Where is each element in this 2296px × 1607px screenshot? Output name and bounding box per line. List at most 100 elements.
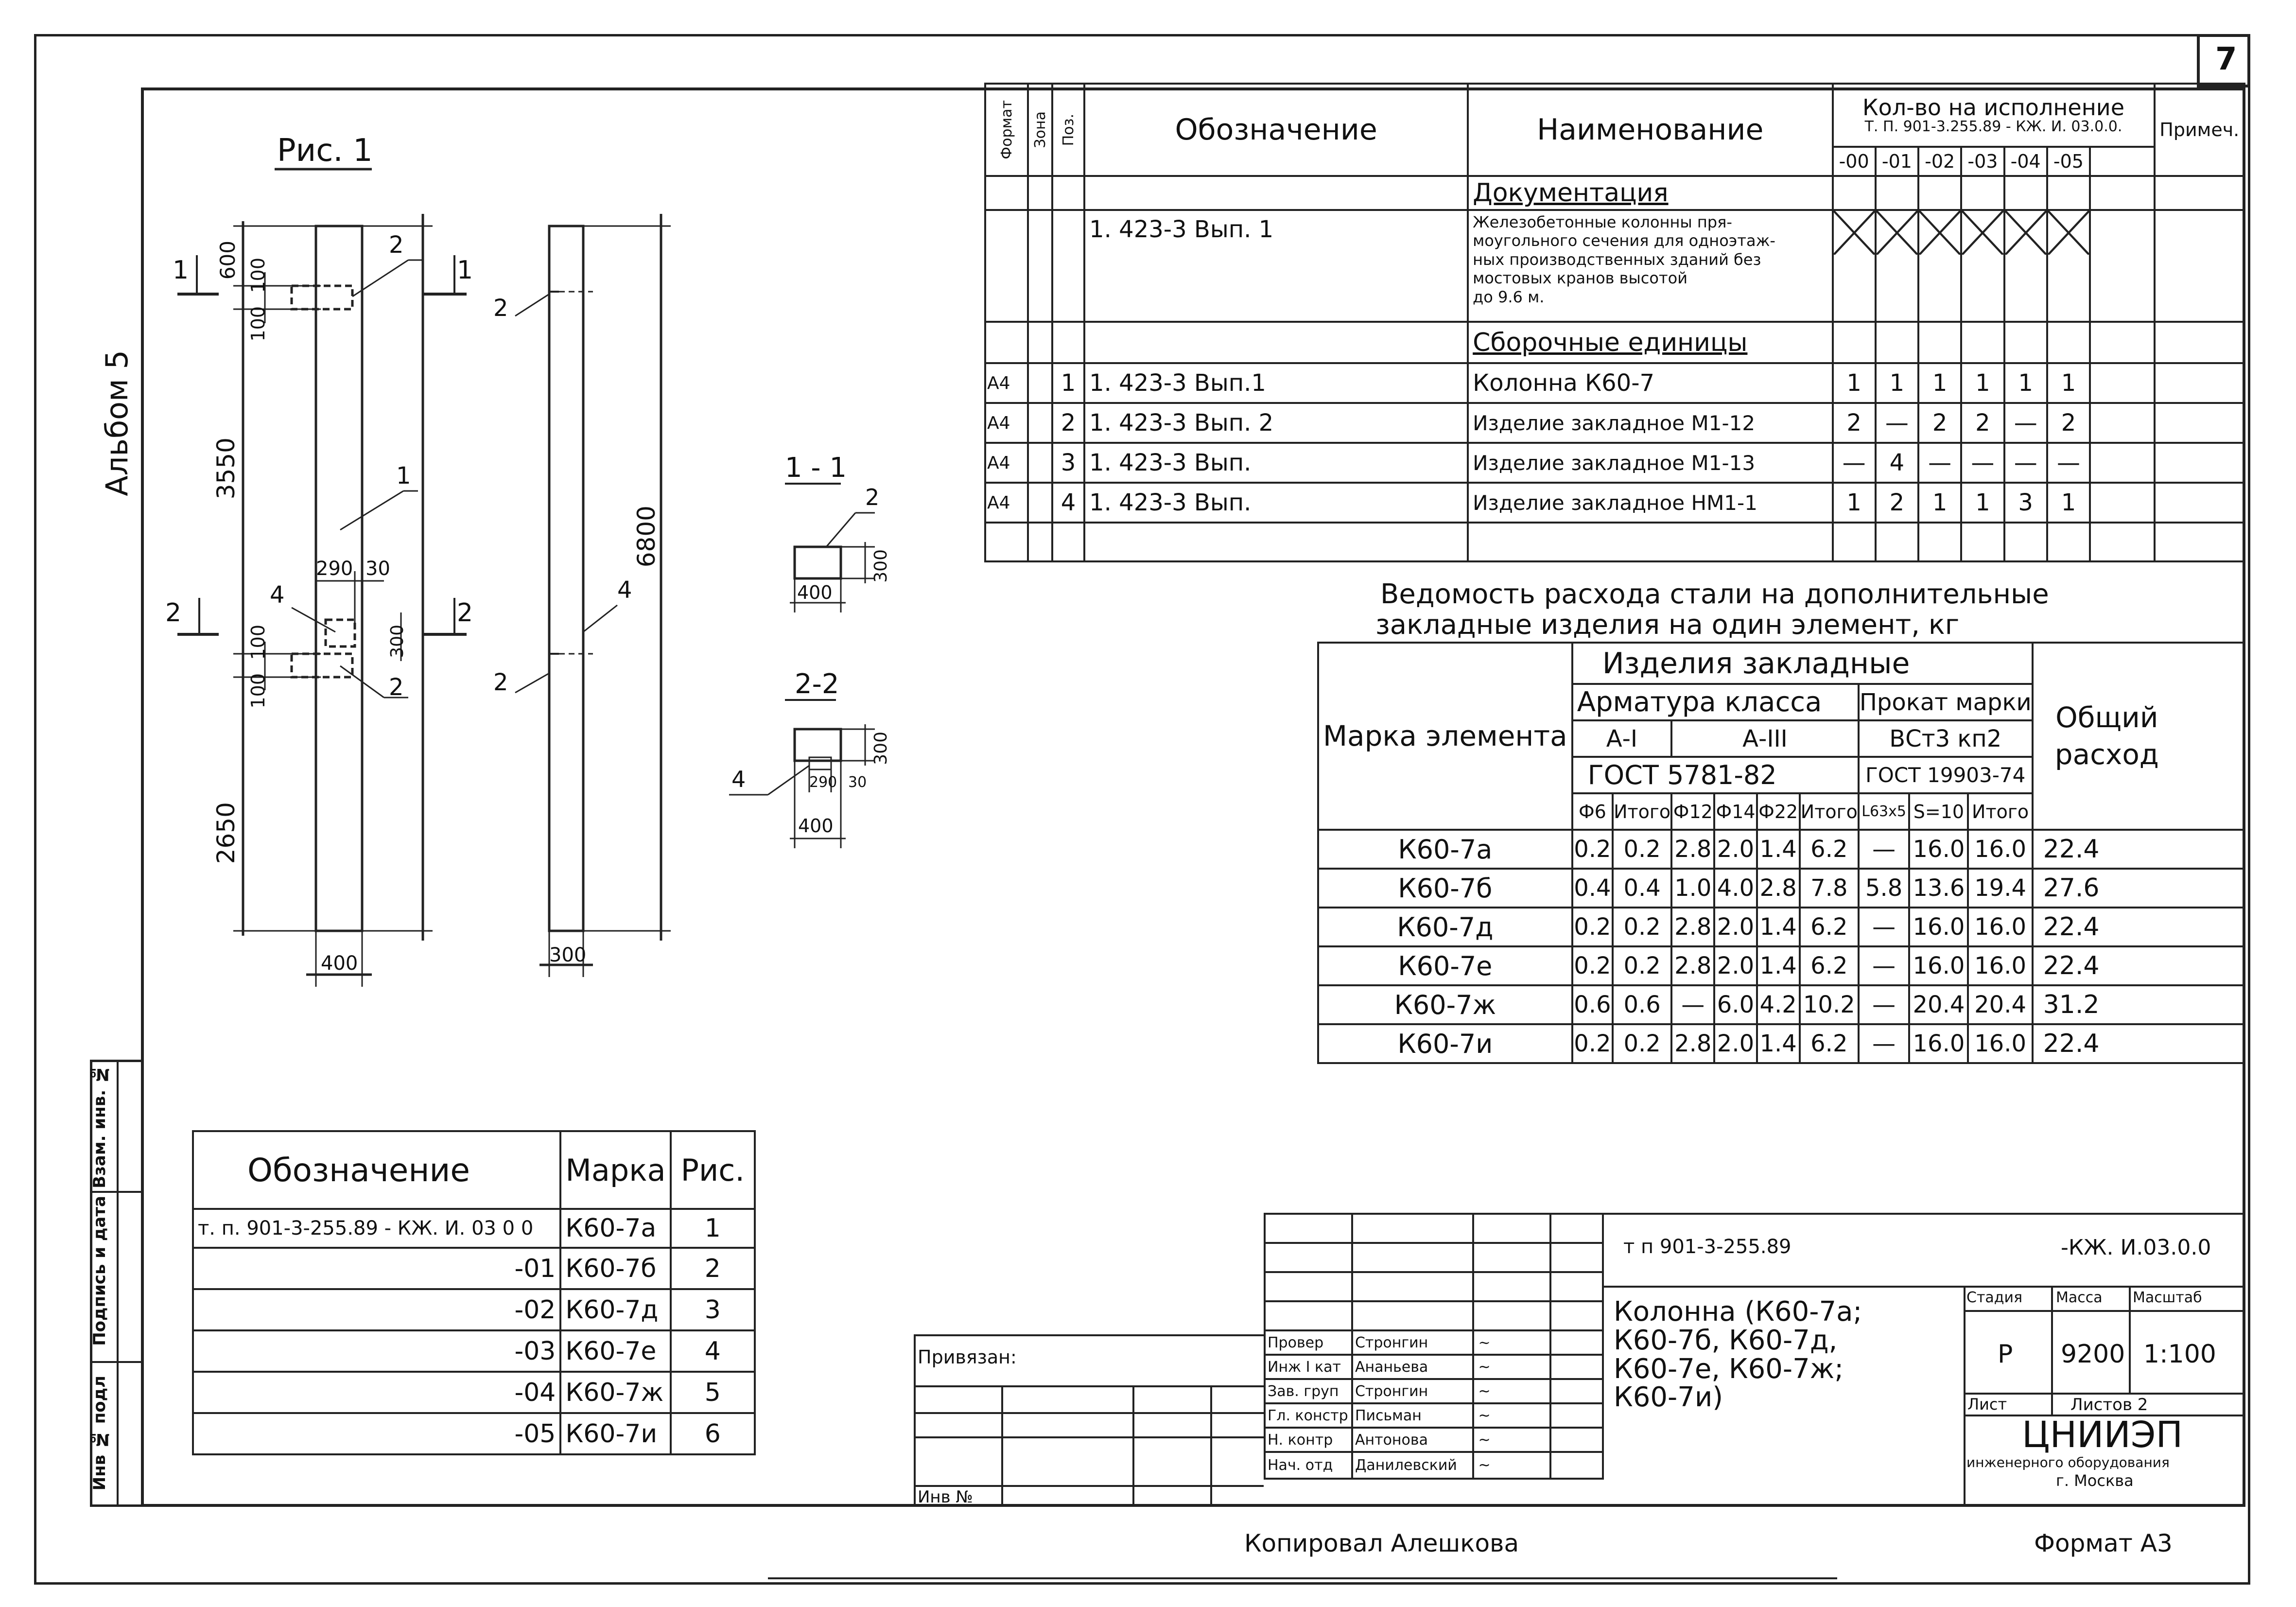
dim-290: 290 [316,558,353,580]
steel-col: L63х5 [1857,792,1911,831]
role-label: Провер [1264,1329,1353,1356]
section-mark-1-right: 1 [457,256,473,285]
spec-variant: -05 [2046,146,2091,177]
steel-cell: 1.4 [1756,829,1801,870]
spec-h-pos: Поз. [1060,113,1077,146]
dim-300-side: 300 [549,944,587,966]
steel-cell-total: 31.2 [2031,984,2246,1025]
sheet-label: Лист [1967,1395,2007,1414]
steel-cell: 16.0 [1908,1023,1969,1064]
spec-h-name: Наименование [1467,83,1834,177]
steel-cell: — [1857,829,1911,870]
steel-h-a1: А-I [1571,719,1673,758]
steel-h-items: Изделия закладные [1571,642,2034,685]
steel-cell: 2.8 [1670,829,1716,870]
steel-cell-total: 22.4 [2031,1023,2246,1064]
steel-cell: — [1857,945,1911,986]
marks-cell-mark: К60-7е [559,1329,672,1373]
steel-cell-total: 27.6 [2031,868,2246,908]
steel-cell: 2.8 [1670,907,1716,947]
spec-variant: -00 [1831,146,1877,177]
steel-cell: 16.0 [1908,907,1969,947]
steel-cell: 0.4 [1612,868,1673,908]
role-label: Нач. отд [1264,1451,1353,1480]
spec-cell-qty: 1 [1917,482,1963,524]
doc-title: Колонна (К60-7а; К60-7б, К60-7д, К60-7е,… [1614,1297,1862,1412]
scale-header: Масштаб [2133,1289,2202,1306]
role-name: Стронгин [1351,1378,1475,1404]
steel-cell: 6.2 [1798,829,1860,870]
marks-table: Обозначение Марка Рис. т. п. 901-3-255.8… [191,1130,756,1455]
spec-doc-name-line: мостовых кранов высотой [1473,269,1687,288]
section-mark-1-left: 1 [173,256,189,285]
spec-h-note: Примеч. [2153,83,2245,177]
steel-cell: 16.0 [1967,945,2034,986]
spec-cell-qty: 1 [2003,362,2048,404]
spec-doc-designation: 1. 423-3 Вып. 1 [1083,209,1469,323]
steel-cell: 0.6 [1612,984,1673,1025]
section-1-1-leader: 2 [865,484,880,510]
spec-cell-qty: 1 [1831,362,1877,404]
section-1-1-title: 1 - 1 [785,452,847,484]
spec-h-format: Формат [998,100,1015,159]
marks-h-mark: Марка [559,1130,672,1210]
steel-cell: 2.8 [1670,945,1716,986]
section-1-1-height: 300 [871,549,891,583]
marks-cell-fig: 6 [669,1412,756,1455]
spec-cell-qty: — [2003,402,2048,444]
marks-cell-fig: 1 [669,1208,756,1249]
steel-cell: 16.0 [1908,945,1969,986]
section-mark-2-right: 2 [457,598,473,628]
role-label: Н. контр [1264,1427,1353,1453]
role-label: Инж I кат [1264,1354,1353,1380]
spec-cell-qty: 2 [1874,482,1920,524]
steel-cell: 0.2 [1612,945,1673,986]
spec-cell-format: А4 [984,402,1029,444]
side-stamp-replace: Взам. инв. № [90,1065,109,1188]
role-label: Зав. груп [1264,1378,1353,1404]
leader-2b: 2 [389,674,404,701]
steel-cell: 2.0 [1713,907,1758,947]
steel-cell: — [1857,984,1911,1025]
spec-cell-qty: 1 [1917,362,1963,404]
steel-cell: — [1670,984,1716,1025]
steel-cell: — [1857,1023,1911,1064]
steel-h-a3: А-III [1670,719,1860,758]
marks-cell-mark: К60-7б [559,1247,672,1290]
spec-cell-qty: 2 [1960,402,2005,444]
spec-variant: -02 [1917,146,1963,177]
spec-cell-qty: 2 [2046,402,2091,444]
steel-cell-total: 22.4 [2031,907,2246,947]
spec-cell-format: А4 [984,362,1029,404]
steel-cell: 6.2 [1798,907,1860,947]
steel-cell: 19.4 [1967,868,2034,908]
steel-cell: 1.4 [1756,1023,1801,1064]
steel-cell: 16.0 [1967,907,2034,947]
spec-row: А4 2 1. 423-3 Вып. 2 Изделие закладное М… [984,402,2245,444]
marks-row: -03 К60-7е 4 [191,1329,756,1373]
marks-row: -05 К60-7и 6 [191,1412,756,1455]
spec-cell-qty: 1 [1960,482,2005,524]
steel-cell: 0.2 [1571,829,1614,870]
section-2-2-title: 2-2 [795,668,839,700]
dim-6800: 6800 [632,506,661,568]
org-line-2: инженерного оборудования [1966,1454,2170,1470]
marks-row: -02 К60-7д 3 [191,1288,756,1331]
steel-cell: 7.8 [1798,868,1860,908]
steel-cell-mark: К60-7б [1317,868,1573,908]
signature: ~ [1472,1451,1551,1480]
signature: ~ [1472,1402,1551,1429]
spec-cell-name: Изделие закладное М1-13 [1467,442,1834,484]
spec-cell-format: А4 [984,442,1029,484]
spec-cell-qty: — [1831,442,1877,484]
steel-cell: 20.4 [1908,984,1969,1025]
dim-600: 600 [216,241,240,280]
steel-cell-total: 22.4 [2031,829,2246,870]
spec-cell-name: Изделие закладное НМ1-1 [1467,482,1834,524]
spec-row: А4 4 1. 423-3 Вып. Изделие закладное НМ1… [984,482,2245,524]
marks-cell-mark: К60-7и [559,1412,672,1455]
steel-cell: 2.0 [1713,1023,1758,1064]
marks-cell-mark: К60-7а [559,1208,672,1249]
